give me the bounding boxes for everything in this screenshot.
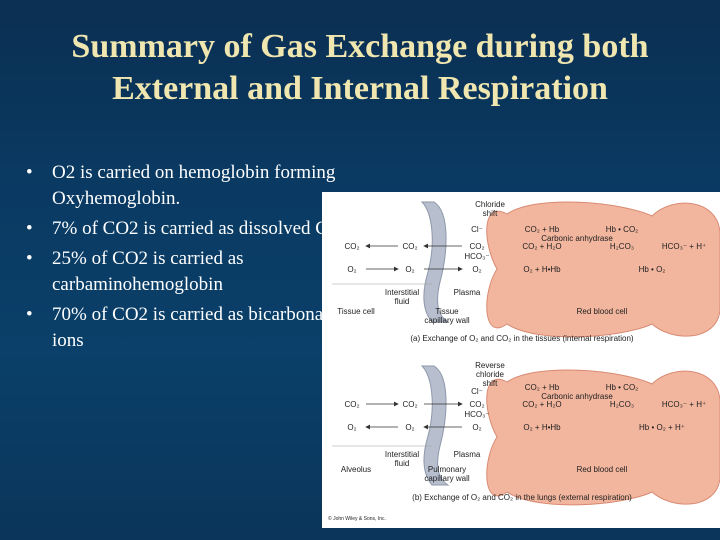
- alveolus-co2: CO₂: [344, 400, 359, 409]
- chloride-shift-label: Chloride: [475, 200, 505, 209]
- slide-title: Summary of Gas Exchange during both Exte…: [0, 26, 720, 110]
- carbonic-anhydrase-label: Carbonic anhydrase: [541, 234, 613, 243]
- reaction-o2-hhb: O₂ + H•Hb: [523, 265, 561, 274]
- vessel-shape: [420, 365, 450, 486]
- pulmonary-capillary-wall-label: capillary wall: [424, 474, 470, 483]
- copyright-notice: © John Wiley & Sons, Inc.: [328, 515, 386, 522]
- plasma-hco3: HCO₃⁻: [464, 252, 489, 261]
- product-hbo2: Hb • O₂: [639, 265, 666, 274]
- fluid-o2: O₂: [405, 265, 414, 274]
- fluid-o2: O₂: [405, 423, 414, 432]
- red-blood-cell-shape: [486, 201, 720, 338]
- carbonic-anhydrase-label: Carbonic anhydrase: [541, 392, 613, 401]
- plasma-o2: O₂: [472, 423, 481, 432]
- bullet-item: O2 is carried on hemoglobin forming Oxyh…: [26, 160, 356, 212]
- alveolus-o2: O₂: [347, 423, 356, 432]
- bicarbonate-h: HCO₃⁻ + H⁺: [662, 400, 706, 409]
- carbonic-acid: H₂CO₃: [610, 242, 634, 251]
- gas-exchange-diagram: Chloride shift CO₂ O₂ CO₂ O₂ Cl⁻ CO₂ HCO…: [328, 200, 720, 522]
- capillary-wall-label: Tissue: [435, 307, 459, 316]
- reverse-chloride-shift-label: Reverse: [475, 361, 505, 370]
- product-hb-co2: Hb • CO₂: [606, 225, 639, 234]
- red-blood-cell-shape: [486, 369, 720, 506]
- reaction-co2-h2o: CO₂ + H₂O: [522, 400, 561, 409]
- product-hbo2-h: Hb • O₂ + H⁺: [639, 423, 685, 432]
- product-hb-co2: Hb • CO₂: [606, 383, 639, 392]
- plasma-o2: O₂: [472, 265, 481, 274]
- panel-a-caption: (a) Exchange of O₂ and CO₂ in the tissue…: [410, 334, 634, 343]
- panel-b: Reverse chloride shift CO₂ O₂ CO₂ O₂ Cl⁻…: [328, 361, 720, 522]
- slide-title-line-2: External and Internal Respiration: [112, 70, 608, 107]
- chloride-shift-label: shift: [483, 209, 498, 218]
- reverse-chloride-shift-label: chloride: [476, 370, 505, 379]
- interstitial-fluid-label: fluid: [395, 459, 410, 468]
- pulmonary-capillary-wall-label: Pulmonary: [428, 465, 466, 474]
- bicarbonate-h: HCO₃⁻ + H⁺: [662, 242, 706, 251]
- tissue-cell-label: Tissue cell: [337, 307, 375, 316]
- reaction-co2-h2o: CO₂ + H₂O: [522, 242, 561, 251]
- slide-title-line-1: Summary of Gas Exchange during both: [71, 28, 649, 65]
- panel-b-caption: (b) Exchange of O₂ and CO₂ in the lungs …: [412, 493, 632, 502]
- plasma-hco3: HCO₃⁻: [464, 410, 489, 419]
- reverse-chloride-shift-label: shift: [483, 379, 498, 388]
- capillary-wall-label: capillary wall: [424, 316, 470, 325]
- red-blood-cell-label: Red blood cell: [577, 307, 628, 316]
- fluid-co2: CO₂: [402, 242, 417, 251]
- fluid-co2: CO₂: [402, 400, 417, 409]
- panel-a: Chloride shift CO₂ O₂ CO₂ O₂ Cl⁻ CO₂ HCO…: [332, 200, 720, 343]
- reaction-o2-hhb: O₂ + H•Hb: [523, 423, 561, 432]
- reaction-co2-hb: CO₂ + Hb: [525, 383, 560, 392]
- plasma-co2: CO₂: [469, 400, 484, 409]
- interstitial-fluid-label: Interstitial: [385, 450, 419, 459]
- bullet-item: 7% of CO2 is carried as dissolved CO2: [26, 216, 356, 242]
- gas-exchange-figure: Chloride shift CO₂ O₂ CO₂ O₂ Cl⁻ CO₂ HCO…: [322, 192, 720, 528]
- alveolus-label: Alveolus: [341, 465, 371, 474]
- red-blood-cell-label: Red blood cell: [577, 465, 628, 474]
- carbonic-acid: H₂CO₃: [610, 400, 634, 409]
- plasma-label: Plasma: [454, 288, 481, 297]
- interstitial-fluid-label: fluid: [395, 297, 410, 306]
- plasma-co2: CO₂: [469, 242, 484, 251]
- cl-ion: Cl⁻: [471, 225, 483, 234]
- bullet-item: 70% of CO2 is carried as bicarbonate ion…: [26, 302, 356, 354]
- tissue-o2: O₂: [347, 265, 356, 274]
- reaction-co2-hb: CO₂ + Hb: [525, 225, 560, 234]
- bullet-list: O2 is carried on hemoglobin forming Oxyh…: [26, 160, 356, 358]
- interstitial-fluid-label: Interstitial: [385, 288, 419, 297]
- bullet-item: 25% of CO2 is carried as carbaminohemogl…: [26, 246, 356, 298]
- tissue-co2: CO₂: [344, 242, 359, 251]
- vessel-shape: [420, 201, 450, 323]
- cl-ion: Cl⁻: [471, 387, 483, 396]
- plasma-label: Plasma: [454, 450, 481, 459]
